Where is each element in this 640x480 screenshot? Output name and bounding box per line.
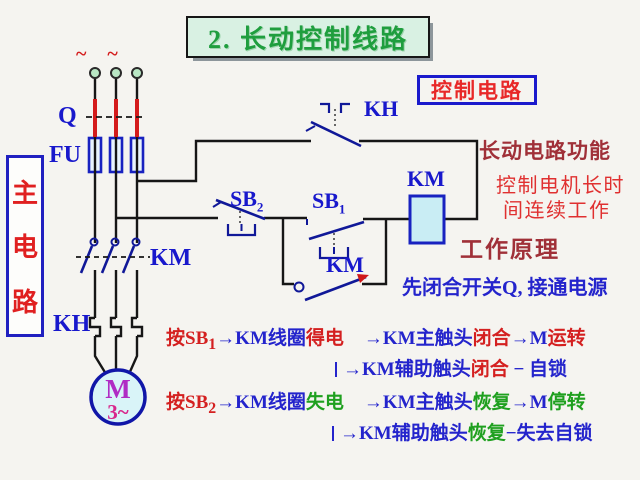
seq2-close: 闭合 (470, 359, 509, 380)
seq3-main-contact: →KM主触头 (363, 392, 473, 413)
motor-circle (89, 368, 147, 426)
seq1-energized: 得电 (305, 328, 344, 349)
seq1-press: 按SB1 (166, 328, 217, 353)
slide-title-box: 2. 长动控制线路 (186, 16, 430, 58)
function-line2: 间连续工作 (503, 200, 611, 222)
slide-title: 2. 长动控制线路 (207, 24, 408, 54)
seq4-lose-selflock: −失去自锁 (505, 423, 593, 444)
kh-nc-contact-symbol (305, 102, 362, 148)
sb2-stop-button-symbol (212, 198, 266, 237)
control-circuit-wires (116, 139, 479, 286)
sequence-line-3: 按SB2→KM线圈失电 →KM主触头恢复→M停转 (166, 392, 586, 419)
seq3-stop: 停转 (547, 392, 586, 413)
km-coil-label: KM (407, 166, 445, 191)
motor-letter: M (105, 374, 131, 404)
sequence-line-1: 按SB1→KM线圈得电 →KM主触头闭合→M运转 (166, 328, 586, 355)
sb1-label-base: SB (312, 188, 339, 213)
km-aux-contact-symbol (293, 274, 369, 302)
seq2-selflock: − 自锁 (508, 359, 568, 380)
kh-main-label: KH (53, 311, 91, 337)
sb2-label: SB2 (230, 186, 264, 215)
phase-marks: ~ ~ (76, 43, 126, 65)
control-circuit-header: 控制电路 (431, 79, 523, 103)
main-circuit-panel: 主 电 路 (6, 155, 44, 337)
sb1-start-button-symbol (306, 219, 365, 260)
seq3-restore: 恢复 (472, 392, 511, 413)
km-coil-symbol (408, 194, 446, 245)
seq1-coil: →KM线圈 (216, 328, 306, 349)
function-title: 长动电路功能 (479, 139, 611, 163)
seq3-coil: →KM线圈 (216, 392, 306, 413)
panel-char: 路 (11, 288, 38, 318)
seq2-aux-contact: →KM辅助触头 (343, 359, 471, 380)
branch-connector-icon (332, 426, 340, 441)
sb1-label-sub: 1 (338, 201, 346, 217)
km-aux-label: KM (326, 252, 364, 277)
km-main-label: KM (150, 245, 192, 271)
panel-char: 主 (11, 178, 38, 208)
seq1-main-contact: →KM主触头 (363, 328, 473, 349)
seq3-deenergized: 失电 (305, 392, 344, 413)
principle-text: 先闭合开关Q, 接通电源 (402, 277, 608, 299)
q-switch-label: Q (58, 103, 77, 129)
fuse-label: FU (49, 142, 81, 168)
sequence-line-4: →KM辅助触头恢复−失去自锁 (332, 423, 593, 446)
motor-phases: 3~ (107, 400, 129, 424)
seq3-motor: →M (510, 392, 548, 413)
seq4-restore: 恢复 (467, 423, 506, 444)
sequence-line-2: →KM辅助触头闭合 − 自锁 (335, 359, 567, 382)
seq4-aux-contact: →KM辅助触头 (340, 423, 468, 444)
seq1-close: 闭合 (472, 328, 511, 349)
kh-contact-label: KH (364, 96, 399, 121)
sb1-label: SB1 (312, 188, 346, 217)
panel-char: 电 (11, 233, 38, 263)
seq1-motor: →M (510, 328, 548, 349)
principle-title: 工作原理 (460, 237, 560, 262)
branch-connector-icon (335, 362, 343, 377)
function-line1: 控制电机长时 (496, 175, 625, 197)
q-switch-symbol (86, 99, 146, 137)
control-circuit-header-box: 控制电路 (417, 75, 537, 105)
sb2-label-base: SB (230, 186, 257, 211)
km-main-contacts (76, 237, 150, 274)
supply-terminal-icons (89, 67, 143, 79)
seq3-press: 按SB2 (166, 392, 217, 417)
seq1-run: 运转 (547, 328, 586, 349)
sb2-label-sub: 2 (256, 199, 264, 215)
